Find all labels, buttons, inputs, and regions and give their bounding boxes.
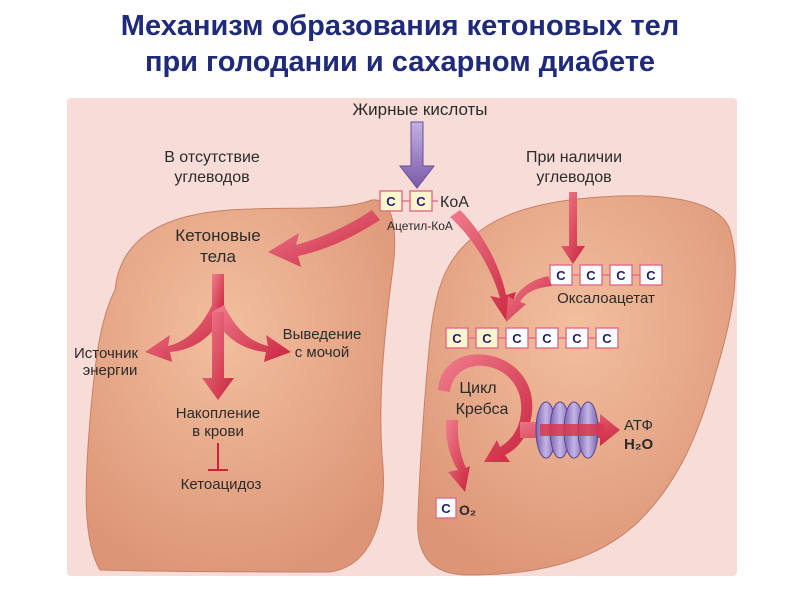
label-ketone-bodies-line2: тела bbox=[200, 247, 236, 266]
carbon-label: C bbox=[416, 194, 426, 209]
carbon-label: C bbox=[602, 331, 612, 346]
arrow-carbs-to-oxaloacetate bbox=[561, 192, 585, 264]
label-water: H₂O bbox=[624, 436, 653, 453]
carbon-label: C bbox=[616, 268, 626, 283]
label-krebs-line2: Кребса bbox=[456, 401, 509, 418]
arrow-oxaloacetate-to-citrate bbox=[506, 276, 552, 322]
carbon-label: C bbox=[572, 331, 582, 346]
page-title: Механизм образования кетоновых тел при г… bbox=[0, 8, 800, 80]
label-krebs-line1: Цикл bbox=[459, 380, 496, 397]
carbon-label: C bbox=[386, 194, 396, 209]
carbon-label: C bbox=[586, 268, 596, 283]
label-energy-source-line1: Источник bbox=[74, 345, 138, 362]
carbon-label: C bbox=[512, 331, 522, 346]
label-with-carbs-line2: углеводов bbox=[536, 169, 611, 186]
label-fatty-acids: Жирные кислоты bbox=[352, 100, 487, 119]
arrow-to-co2 bbox=[445, 420, 470, 492]
label-no-carbs-line2: углеводов bbox=[174, 169, 249, 186]
label-excretion-line2: с мочой bbox=[295, 344, 350, 361]
label-accumulation-line1: Накопление bbox=[176, 405, 260, 422]
arrow-to-ketone-bodies bbox=[268, 210, 380, 267]
carbon-label: C bbox=[482, 331, 492, 346]
liver-lobe-left bbox=[85, 199, 396, 573]
citrate-carbon-chain: C C C C C C bbox=[445, 327, 619, 349]
carbon-label: C bbox=[542, 331, 552, 346]
label-acetyl-coa: Ацетил-КоА bbox=[387, 219, 453, 233]
title-line-1: Механизм образования кетоновых тел bbox=[120, 10, 680, 42]
carbon-label: C bbox=[441, 501, 451, 516]
label-o2: O₂ bbox=[459, 502, 476, 518]
label-excretion-line1: Выведение bbox=[283, 326, 362, 343]
liver-lobe-right bbox=[417, 195, 736, 576]
oxaloacetate-carbon-chain: C C C C bbox=[549, 264, 663, 286]
label-oxaloacetate: Оксалоацетат bbox=[557, 290, 655, 307]
label-ketone-bodies-line1: Кетоновые bbox=[175, 226, 260, 245]
ketone-branch-arrows bbox=[145, 274, 291, 400]
label-ketoacidosis: Кетоацидоз bbox=[181, 476, 262, 493]
label-no-carbs-line1: В отсутствие bbox=[164, 149, 260, 166]
carbon-label: C bbox=[646, 268, 656, 283]
atp-synthase-icon bbox=[535, 401, 604, 459]
inhibition-marker bbox=[208, 443, 228, 471]
label-energy-source-line2: энергии bbox=[83, 362, 138, 379]
carbon-label: C bbox=[556, 268, 566, 283]
fatty-acids-arrow bbox=[398, 121, 436, 189]
label-with-carbs-line1: При наличии bbox=[526, 149, 622, 166]
label-atp: АТФ bbox=[624, 417, 653, 434]
carbon-label: C bbox=[452, 331, 462, 346]
arrow-acetyl-to-citrate bbox=[450, 210, 516, 322]
label-coa: КоА bbox=[440, 194, 469, 211]
carbon-box bbox=[435, 497, 457, 519]
label-accumulation-line2: в крови bbox=[192, 423, 244, 440]
title-line-2: при голодании и сахарном диабете bbox=[144, 46, 656, 78]
co2-carbon-group: C bbox=[435, 497, 457, 519]
acetyl-carbon-group: C C bbox=[379, 190, 433, 212]
